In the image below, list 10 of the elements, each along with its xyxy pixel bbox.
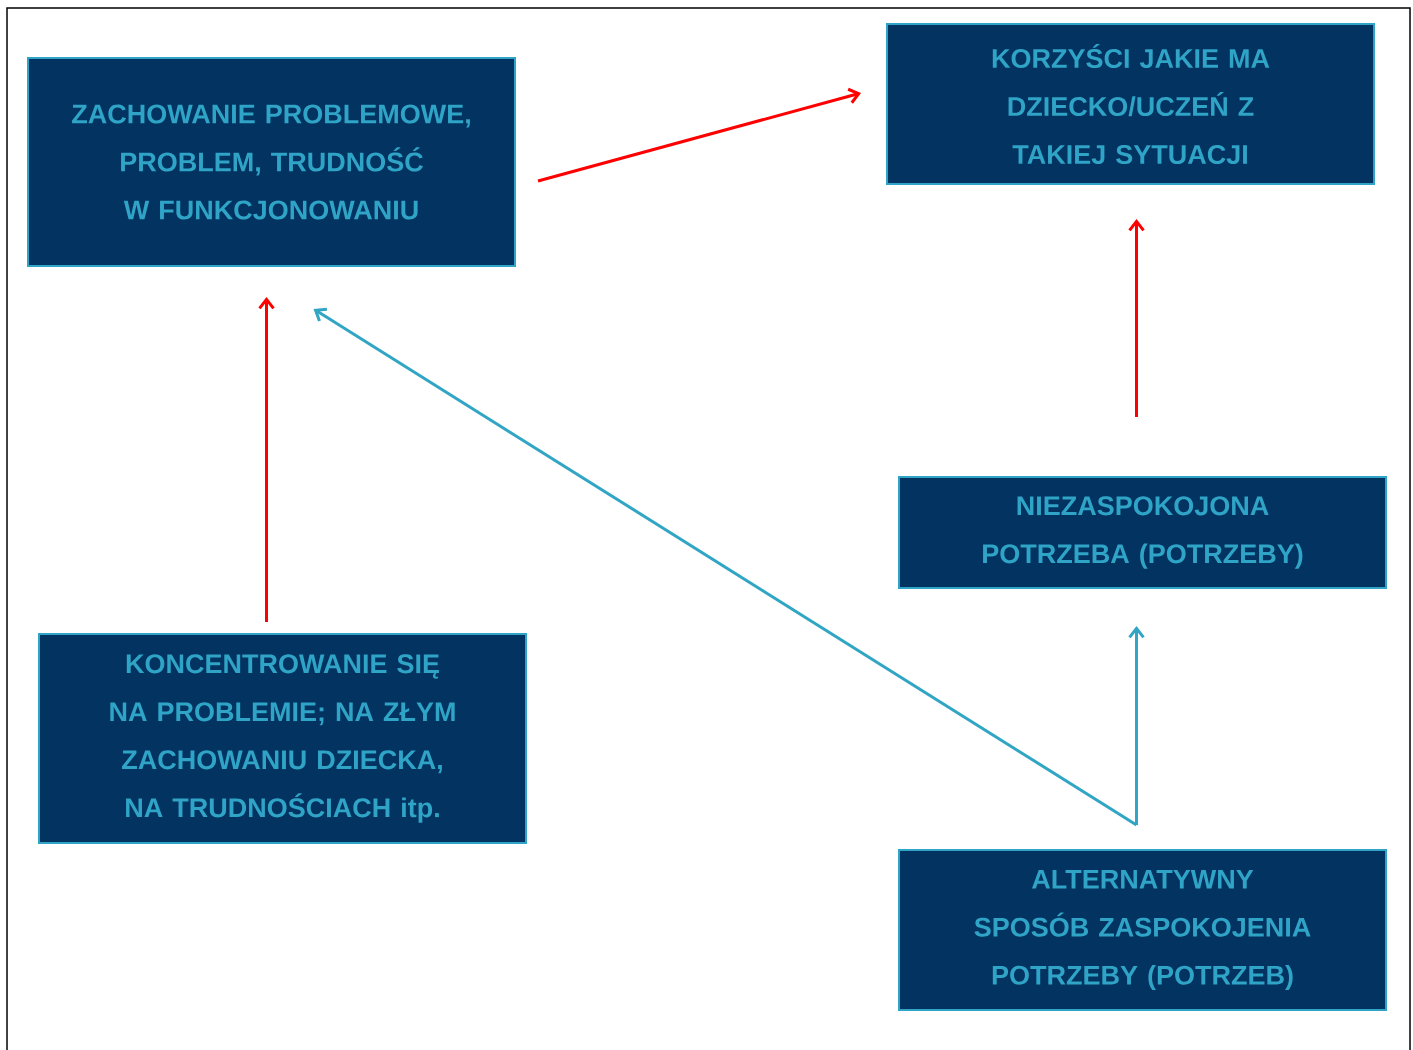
text-box: KONCENTROWANIE SIĘ NA PROBLEMIE; NA ZŁYM ZACHOWANIU DZIECKA, NA TRUDNOŚCIACH itp. (38, 633, 527, 844)
arrow (1128, 626, 1145, 825)
text-box: ALTERNATYWNY SPOSÓB ZASPOKOJENIA POTRZEBY (POTRZEB) (898, 849, 1387, 1011)
text-box: ZACHOWANIE PROBLEMOWE, PROBLEM, TRUDNOŚĆ W FUNKCJONOWANIU (27, 57, 516, 267)
text-box: KORZYŚCI JAKIE MA DZIECKO/UCZEŃ Z TAKIEJ SYTUACJI (886, 23, 1375, 185)
arrow (537, 87, 861, 183)
arrow (1128, 219, 1145, 417)
arrow (313, 307, 1138, 827)
arrow (258, 297, 275, 622)
text-box: NIEZASPOKOJONA POTRZEBA (POTRZEBY) (898, 476, 1387, 589)
